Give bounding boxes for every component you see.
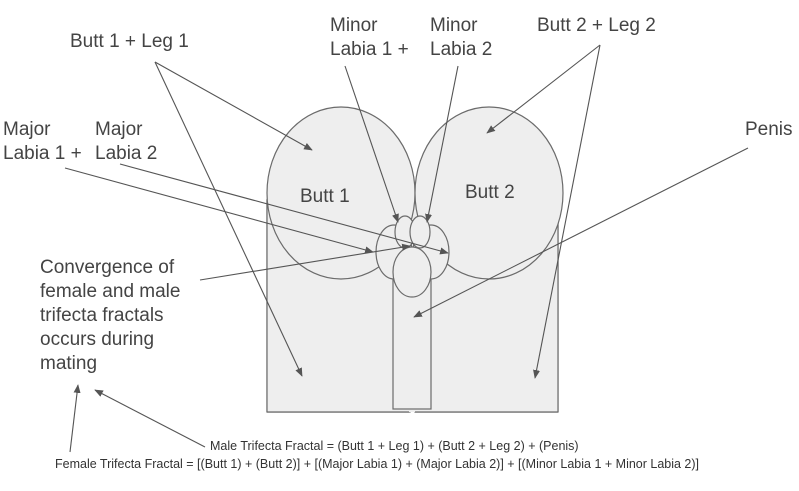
label-line: Convergence of xyxy=(40,257,175,278)
label-line: trifecta fractals xyxy=(40,305,164,326)
label-line: Labia 2 xyxy=(95,143,158,164)
arrow-butt1 xyxy=(154,61,313,151)
label-line: Labia 2 xyxy=(430,39,493,60)
testicle-shape xyxy=(392,246,432,298)
major-labia-2-label: Major Labia 2 xyxy=(95,118,157,166)
female-formula: Female Trifecta Fractal = [(Butt 1) + (B… xyxy=(55,457,700,471)
label-line: Major xyxy=(3,119,51,140)
arrow-convergence xyxy=(199,243,411,281)
butt1-leg1-label: Butt 1 + Leg 1 xyxy=(70,31,189,52)
arrow-major-labia-2 xyxy=(119,163,449,255)
label-line: occurs during xyxy=(40,329,155,350)
arrow-leg2 xyxy=(533,44,601,379)
minor-labia-2-label: Minor Labia 2 xyxy=(430,14,492,62)
label-line: female and male xyxy=(40,281,181,302)
label-line: Major xyxy=(95,119,143,140)
minor-labia-1-label: Minor Labia 1 + xyxy=(330,14,409,62)
label-line: mating xyxy=(40,353,98,374)
penis-shape xyxy=(392,279,432,410)
arrow-major-labia-1 xyxy=(64,167,374,254)
penis-label: Penis xyxy=(745,119,793,140)
arrow-butt2 xyxy=(486,44,601,134)
arrow-female-formula xyxy=(69,384,81,453)
label-line: Minor xyxy=(430,15,478,36)
arrow-male-formula xyxy=(94,389,206,448)
label-line: Labia 1 + xyxy=(3,143,82,164)
arrow-penis xyxy=(413,147,749,318)
butt-1-label: Butt 1 xyxy=(300,186,350,207)
minor-labia-2-shape xyxy=(409,215,431,249)
label-line: Labia 1 + xyxy=(330,39,409,60)
arrow-leg1 xyxy=(154,61,303,377)
label-line: Minor xyxy=(330,15,378,36)
convergence-label: Convergence of female and male trifecta … xyxy=(40,256,180,376)
butt-2-label: Butt 2 xyxy=(465,182,515,203)
arrow-minor-labia-1 xyxy=(344,65,399,223)
major-labia-1-label: Major Labia 1 + xyxy=(3,118,82,166)
male-formula: Male Trifecta Fractal = (Butt 1 + Leg 1)… xyxy=(210,439,579,453)
arrow-minor-labia-2 xyxy=(425,65,459,223)
butt2-leg2-label: Butt 2 + Leg 2 xyxy=(537,15,656,36)
